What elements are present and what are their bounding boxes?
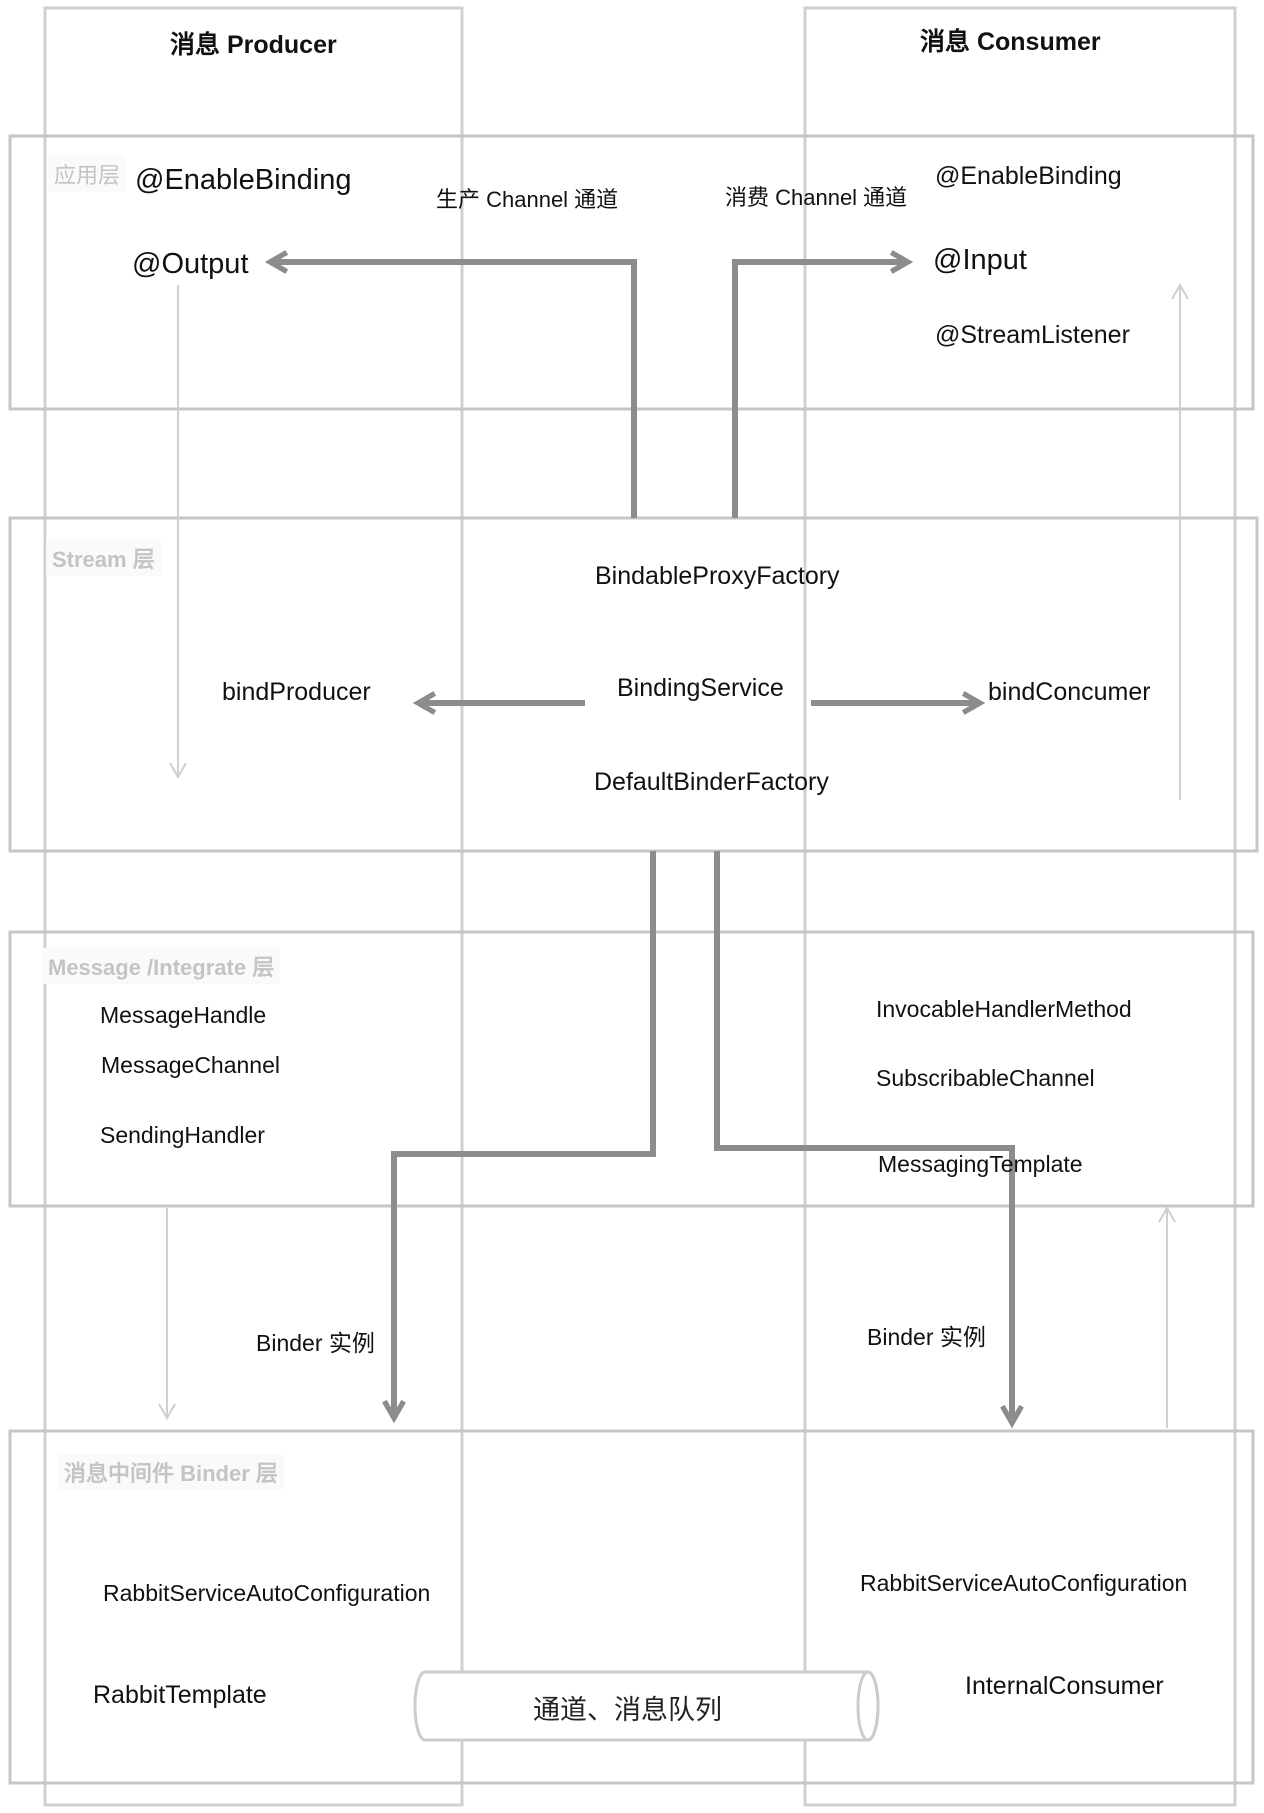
message-queue-label: 通道、消息队列 — [533, 1695, 722, 1725]
app-layer-title: 应用层 — [48, 156, 127, 192]
producer-column-frame — [43, 6, 464, 1807]
producer-channel-arrow — [270, 262, 637, 518]
default-binder-factory: DefaultBinderFactory — [594, 768, 829, 796]
producer-binder-arrow — [394, 851, 656, 1418]
consumer-enable-binding: @EnableBinding — [935, 162, 1122, 190]
producer-output-annotation: @Output — [132, 248, 249, 280]
internal-consumer: InternalConsumer — [965, 1672, 1164, 1700]
consumer-channel-arrow — [732, 262, 908, 518]
stream-layer-title: Stream 层 — [46, 540, 161, 576]
binder-layer-title: 消息中间件 Binder 层 — [58, 1454, 284, 1490]
producer-enable-binding: @EnableBinding — [135, 164, 352, 196]
consumer-binder-instance: Binder 实例 — [867, 1324, 986, 1350]
bind-producer-label: bindProducer — [222, 678, 371, 706]
consumer-message-item: MessagingTemplate — [878, 1151, 1083, 1177]
bind-consumer-label: bindConcumer — [988, 678, 1151, 706]
consumer-column-frame — [803, 6, 1237, 1807]
consumer-message-item: SubscribableChannel — [876, 1065, 1095, 1091]
producer-channel-label: 生产 Channel 通道 — [436, 187, 619, 212]
producer-binder-instance: Binder 实例 — [256, 1330, 375, 1356]
producer-message-item: SendingHandler — [100, 1122, 265, 1148]
consumer-message-item: InvocableHandlerMethod — [876, 996, 1132, 1022]
consumer-channel-label: 消费 Channel 通道 — [725, 185, 908, 210]
rabbit-template: RabbitTemplate — [93, 1681, 267, 1709]
consumer-binder-arrow — [714, 851, 1012, 1423]
consumer-input-annotation: @Input — [933, 244, 1027, 276]
producer-message-item: MessageHandle — [100, 1002, 267, 1028]
consumer-column-title: 消息 Consumer — [920, 28, 1101, 56]
message-queue-cylinder — [413, 1670, 880, 1742]
producer-column-title: 消息 Producer — [170, 31, 337, 59]
message-layer-title: Message /Integrate 层 — [42, 948, 281, 984]
consumer-rabbit-config: RabbitServiceAutoConfiguration — [860, 1570, 1188, 1596]
bindable-proxy-factory: BindableProxyFactory — [595, 562, 840, 590]
message-layer-frame — [8, 930, 1255, 1208]
binder-layer-frame — [8, 1429, 1255, 1785]
producer-rabbit-config: RabbitServiceAutoConfiguration — [103, 1580, 431, 1606]
producer-message-item: MessageChannel — [101, 1052, 281, 1078]
binding-service: BindingService — [617, 674, 784, 702]
consumer-stream-listener: @StreamListener — [935, 321, 1130, 349]
